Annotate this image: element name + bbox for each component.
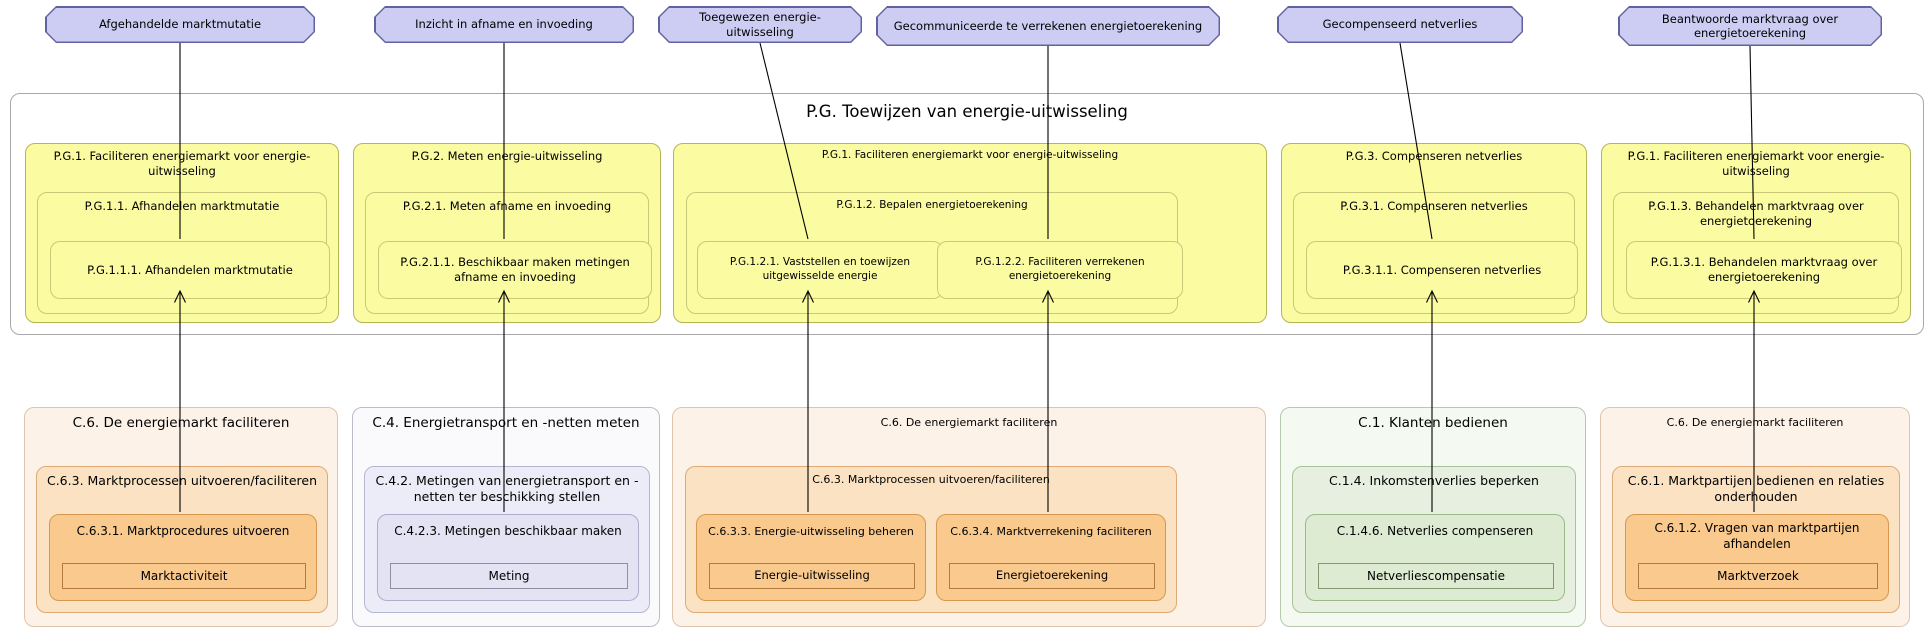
- process-group-title: P.G. Toewijzen van energie-uitwisseling: [806, 102, 1128, 121]
- capability-outer-c6-3-title: C.6. De energiemarkt faciliteren: [1666, 416, 1844, 429]
- pg-process-inner-3a-label: P.G.1.2.1. Vaststellen en toewijzen uitg…: [729, 256, 911, 282]
- object-marktverzoek[interactable]: Marktverzoek: [1638, 563, 1878, 589]
- badge-label: Gecompenseerd netverlies: [1279, 8, 1522, 42]
- pg-process-mid-3[interactable]: P.G.1.2. Bepalen energietoerekening P.G.…: [686, 192, 1183, 314]
- capability-inner-c631-title: C.6.3.1. Marktprocedures uitvoeren: [76, 524, 290, 538]
- pg-process-outer-3[interactable]: P.G.1. Faciliteren energiemarkt voor ene…: [673, 143, 1267, 323]
- pg-process-outer-1-title: P.G.1. Faciliteren energiemarkt voor ene…: [53, 149, 311, 178]
- pg-process-outer-5-title: P.G.1. Faciliteren energiemarkt voor ene…: [1627, 149, 1885, 178]
- object-label: Marktverzoek: [1717, 568, 1799, 583]
- pg-process-mid-4[interactable]: P.G.3.1. Compenseren netverlies P.G.3.1.…: [1293, 192, 1578, 314]
- pg-process-mid-2[interactable]: P.G.2.1. Meten afname en invoeding P.G.2…: [365, 192, 652, 314]
- capability-outer-c6-2[interactable]: C.6. De energiemarkt faciliteren C.6.3. …: [672, 407, 1266, 627]
- pg-process-inner-4-label: P.G.3.1.1. Compenseren netverlies: [1342, 262, 1542, 277]
- pg-process-mid-2-title: P.G.2.1. Meten afname en invoeding: [402, 199, 612, 213]
- capability-inner-c612[interactable]: C.6.1.2. Vragen van marktpartijen afhand…: [1625, 514, 1889, 601]
- capability-mid-c63-title: C.6.3. Marktprocessen uitvoeren/facilite…: [46, 473, 317, 488]
- capability-outer-c1-title: C.1. Klanten bedienen: [1358, 415, 1508, 431]
- capability-inner-c423[interactable]: C.4.2.3. Metingen beschikbaar maken Meti…: [377, 514, 639, 601]
- badge-inzicht-in-afname-en-invoeding[interactable]: Inzicht in afname en invoeding: [374, 6, 634, 43]
- pg-process-inner-5-label: P.G.1.3.1. Behandelen marktvraag over en…: [1650, 255, 1878, 284]
- badge-beantwoorde-marktvraag[interactable]: Beantwoorde marktvraag over energietoere…: [1618, 6, 1882, 46]
- pg-process-outer-2[interactable]: P.G.2. Meten energie-uitwisseling P.G.2.…: [353, 143, 661, 323]
- pg-process-inner-1[interactable]: P.G.1.1.1. Afhandelen marktmutatie: [50, 241, 330, 299]
- object-label: Energietoerekening: [995, 568, 1109, 583]
- pg-process-mid-1[interactable]: P.G.1.1. Afhandelen marktmutatie P.G.1.1…: [37, 192, 330, 314]
- pg-process-inner-1-label: P.G.1.1.1. Afhandelen marktmutatie: [87, 262, 293, 277]
- process-group-container[interactable]: P.G. Toewijzen van energie-uitwisseling …: [10, 93, 1924, 335]
- capability-mid-c63[interactable]: C.6.3. Marktprocessen uitvoeren/facilite…: [36, 466, 328, 613]
- capability-inner-c612-title: C.6.1.2. Vragen van marktpartijen afhand…: [1654, 521, 1860, 551]
- capability-inner-c146[interactable]: C.1.4.6. Netverlies compenseren Netverli…: [1305, 514, 1565, 601]
- capability-outer-c1[interactable]: C.1. Klanten bedienen C.1.4. Inkomstenve…: [1280, 407, 1586, 627]
- capability-inner-c631[interactable]: C.6.3.1. Marktprocedures uitvoeren Markt…: [49, 514, 317, 601]
- capability-outer-c6-1-title: C.6. De energiemarkt faciliteren: [72, 415, 290, 431]
- capability-outer-c6-1[interactable]: C.6. De energiemarkt faciliteren C.6.3. …: [24, 407, 338, 627]
- pg-process-mid-5-title: P.G.1.3. Behandelen marktvraag over ener…: [1648, 199, 1864, 228]
- object-meting[interactable]: Meting: [390, 563, 628, 589]
- pg-process-outer-1[interactable]: P.G.1. Faciliteren energiemarkt voor ene…: [25, 143, 339, 323]
- pg-process-outer-3-title: P.G.1. Faciliteren energiemarkt voor ene…: [821, 149, 1119, 161]
- badge-label: Toegewezen energie-uitwisseling: [660, 8, 861, 42]
- capability-mid-c14-title: C.1.4. Inkomstenverlies beperken: [1329, 473, 1539, 488]
- capability-inner-c633[interactable]: C.6.3.3. Energie-uitwisseling beheren En…: [696, 514, 926, 601]
- pg-process-mid-5[interactable]: P.G.1.3. Behandelen marktvraag over ener…: [1613, 192, 1902, 314]
- object-label: Meting: [488, 568, 530, 583]
- object-marktactiviteit[interactable]: Marktactiviteit: [62, 563, 306, 589]
- pg-process-inner-2[interactable]: P.G.2.1.1. Beschikbaar maken metingen af…: [378, 241, 652, 299]
- capability-outer-c6-2-title: C.6. De energiemarkt faciliteren: [880, 416, 1058, 429]
- badge-label: Beantwoorde marktvraag over energietoere…: [1620, 8, 1881, 45]
- badge-label: Inzicht in afname en invoeding: [376, 8, 633, 42]
- badge-afgehandelde-marktmutatie[interactable]: Afgehandelde marktmutatie: [45, 6, 315, 43]
- pg-process-outer-5[interactable]: P.G.1. Faciliteren energiemarkt voor ene…: [1601, 143, 1911, 323]
- pg-process-inner-2-label: P.G.2.1.1. Beschikbaar maken metingen af…: [400, 255, 630, 284]
- capability-inner-c423-title: C.4.2.3. Metingen beschikbaar maken: [394, 524, 622, 538]
- pg-process-inner-4[interactable]: P.G.3.1.1. Compenseren netverlies: [1306, 241, 1578, 299]
- capability-outer-c4-title: C.4. Energietransport en -netten meten: [372, 415, 640, 431]
- capability-mid-c63-wide[interactable]: C.6.3. Marktprocessen uitvoeren/facilite…: [685, 466, 1177, 613]
- capability-inner-c634-title: C.6.3.4. Marktverrekening faciliteren: [950, 525, 1152, 538]
- object-energietoerekening[interactable]: Energietoerekening: [949, 563, 1155, 589]
- object-label: Energie-uitwisseling: [754, 568, 870, 583]
- pg-process-inner-3b[interactable]: P.G.1.2.2. Faciliteren verrekenen energi…: [937, 241, 1183, 299]
- capability-inner-c146-title: C.1.4.6. Netverlies compenseren: [1336, 524, 1534, 538]
- capability-mid-c61[interactable]: C.6.1. Marktpartijen bedienen en relatie…: [1612, 466, 1900, 613]
- object-energie-uitwisseling[interactable]: Energie-uitwisseling: [709, 563, 915, 589]
- badge-gecommuniceerde-te-verrekenen-energietoerekening[interactable]: Gecommuniceerde te verrekenen energietoe…: [876, 6, 1220, 46]
- pg-process-outer-2-title: P.G.2. Meten energie-uitwisseling: [411, 149, 603, 163]
- capability-outer-c6-3[interactable]: C.6. De energiemarkt faciliteren C.6.1. …: [1600, 407, 1910, 627]
- capability-mid-c42-title: C.4.2. Metingen van energietransport en …: [375, 473, 639, 505]
- pg-process-inner-3b-label: P.G.1.2.2. Faciliteren verrekenen energi…: [975, 256, 1145, 282]
- pg-process-outer-4[interactable]: P.G.3. Compenseren netverlies P.G.3.1. C…: [1281, 143, 1587, 323]
- object-label: Marktactiviteit: [140, 568, 228, 583]
- object-label: Netverliescompensatie: [1366, 568, 1506, 583]
- badge-gecompenseerd-netverlies[interactable]: Gecompenseerd netverlies: [1277, 6, 1523, 43]
- pg-process-outer-4-title: P.G.3. Compenseren netverlies: [1345, 149, 1523, 163]
- capability-mid-c61-title: C.6.1. Marktpartijen bedienen en relatie…: [1627, 473, 1885, 505]
- capability-mid-c42[interactable]: C.4.2. Metingen van energietransport en …: [364, 466, 650, 613]
- pg-process-mid-4-title: P.G.3.1. Compenseren netverlies: [1340, 199, 1528, 213]
- badge-label: Gecommuniceerde te verrekenen energietoe…: [878, 8, 1219, 45]
- badge-toegewezen-energie-uitwisseling[interactable]: Toegewezen energie-uitwisseling: [658, 6, 862, 43]
- capability-inner-c634[interactable]: C.6.3.4. Marktverrekening faciliteren En…: [936, 514, 1166, 601]
- capability-outer-c4[interactable]: C.4. Energietransport en -netten meten C…: [352, 407, 660, 627]
- pg-process-mid-1-title: P.G.1.1. Afhandelen marktmutatie: [84, 199, 280, 213]
- capability-inner-c633-title: C.6.3.3. Energie-uitwisseling beheren: [708, 525, 914, 538]
- badge-label: Afgehandelde marktmutatie: [47, 8, 314, 42]
- pg-process-inner-5[interactable]: P.G.1.3.1. Behandelen marktvraag over en…: [1626, 241, 1902, 299]
- object-netverliescompensatie[interactable]: Netverliescompensatie: [1318, 563, 1554, 589]
- pg-process-mid-3-title: P.G.1.2. Bepalen energietoerekening: [836, 199, 1028, 211]
- capability-mid-c63-wide-title: C.6.3. Marktprocessen uitvoeren/facilite…: [812, 473, 1050, 486]
- capability-mid-c14[interactable]: C.1.4. Inkomstenverlies beperken C.1.4.6…: [1292, 466, 1576, 613]
- pg-process-inner-3a[interactable]: P.G.1.2.1. Vaststellen en toewijzen uitg…: [697, 241, 943, 299]
